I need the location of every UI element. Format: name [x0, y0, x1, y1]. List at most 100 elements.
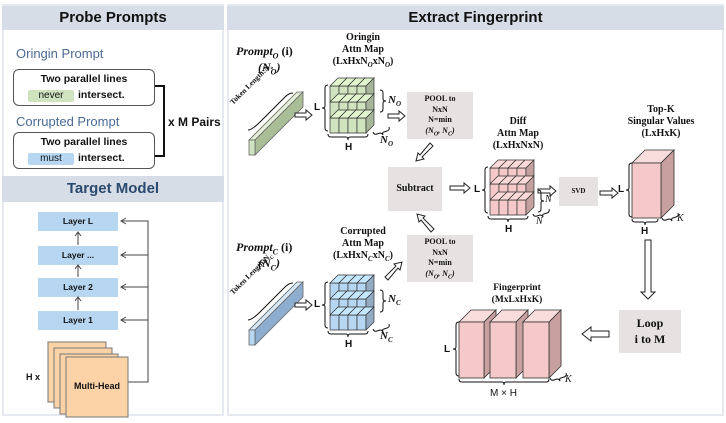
diff-l-brace [481, 166, 489, 214]
corrupted-n-brace-right [379, 289, 387, 313]
loop-box: Loop i to M [619, 310, 681, 353]
cell [516, 199, 527, 216]
cell [338, 117, 349, 134]
cell [489, 199, 500, 216]
origin-prompt-text: Two parallel lines [40, 73, 128, 85]
corrupted-prompt-title: PromptC (i) [236, 240, 293, 257]
origin-map-caption: Oringin Attn Map (LxHxNOxNO) [332, 32, 394, 69]
target-model-header: Target Model [2, 176, 224, 202]
extract-fingerprint-header: Extract Fingerprint [227, 6, 724, 30]
corrupted-prompt-label: Corrupted Prompt [16, 114, 120, 129]
arrow-pool-to-subtract [415, 142, 434, 162]
diff-h-label: H [505, 224, 513, 235]
corrupted-prompt-length: (NC) [258, 256, 281, 273]
origin-prompt-rest: intersect. [78, 89, 125, 101]
corrupted-attn-map [329, 274, 375, 331]
fingerprint-block-2 [489, 309, 529, 379]
corrupted-token-must: must [28, 153, 74, 165]
topk-k-brace [661, 212, 679, 222]
cell-side [365, 109, 375, 134]
arrow-subtract-to-diff [449, 181, 471, 195]
diff-map-caption: Diff Attn Map (LxHxNxN) [492, 116, 544, 151]
origin-no-label-1: NO [388, 94, 402, 109]
arrow-corrupted-bar-to-map [294, 298, 313, 312]
multi-head-label: Multi-Head [74, 381, 120, 391]
cell [356, 314, 367, 331]
origin-prompt-length: (NO) [258, 60, 281, 77]
cell [498, 199, 509, 216]
cell [329, 314, 340, 331]
pool-box-origin: POOL to NxN N=min (NO, NC) [407, 92, 473, 139]
head-card-4 [65, 356, 129, 418]
origin-token-bar [248, 91, 304, 156]
arrow-origin-map-to-pool [387, 109, 406, 123]
origin-h-label: H [345, 142, 353, 153]
corrupted-n-brace-depth [372, 323, 390, 333]
layer-2: Layer 2 [38, 278, 118, 297]
corrupted-token-bar [248, 281, 304, 346]
origin-token-brace [247, 92, 294, 131]
arrow-loop-to-fingerprint [581, 325, 610, 343]
topk-l-brace [625, 162, 633, 218]
corrupted-prompt-rest: intersect. [78, 152, 125, 164]
corrupted-nc-label-1: NC [388, 293, 401, 308]
corrupted-nc-label-2: NC [380, 330, 393, 345]
origin-attn-map [329, 77, 375, 134]
fingerprint-l-brace [452, 321, 460, 377]
diff-l-label: L [474, 184, 481, 195]
origin-prompt-label: Oringin Prompt [16, 46, 104, 61]
layer-ellipsis: Layer ... [38, 246, 118, 265]
fingerprint-mxh-brace [458, 378, 550, 386]
pool-box-corrupted: POOL to NxN N=min (NO, NC) [407, 235, 473, 282]
corrupted-l-label: L [314, 299, 321, 310]
corrupted-h-label: H [345, 339, 353, 350]
heads-prefix: H x [26, 372, 41, 382]
fingerprint-l-label: L [444, 344, 451, 355]
diff-n-label-1: N [545, 194, 552, 205]
svd-box: SVD [559, 177, 598, 206]
fingerprint-block-1 [458, 309, 497, 379]
fingerprint-k-brace [549, 372, 567, 382]
topk-h-brace [631, 218, 659, 226]
origin-prompt-title: PromptO (i) [236, 44, 293, 61]
diff-n-label-2: N [536, 216, 543, 227]
diff-n-brace-depth [532, 208, 550, 218]
probe-prompts-header: Probe Prompts [2, 6, 224, 30]
fingerprint-mxh-label: M × H [490, 388, 517, 399]
topk-h-label: H [641, 226, 649, 237]
origin-l-brace [321, 84, 329, 132]
topk-block [631, 149, 675, 219]
topk-caption: Top-K Singular Values (LxHxK) [627, 104, 695, 139]
diff-attn-map [489, 159, 535, 216]
topk-l-label: L [618, 184, 625, 195]
cell-side [365, 306, 375, 331]
cell [347, 314, 358, 331]
cell [347, 117, 358, 134]
cell [329, 117, 340, 134]
arrow-origin-bar-to-map [294, 108, 313, 122]
fingerprint-caption: Fingerprint (MxLxHxK) [491, 283, 543, 305]
corrupted-h-brace [327, 330, 369, 338]
arrow-topk-to-loop [639, 239, 657, 300]
cell [356, 117, 367, 134]
corrupted-l-brace [321, 281, 329, 329]
pairs-label: x M Pairs [168, 115, 221, 129]
corrupted-prompt-box: Two parallel lines must intersect. [13, 132, 155, 169]
corrupted-map-caption: Corrupted Attn Map (LxHxNCxNC) [333, 226, 393, 263]
origin-no-label-2: NO [380, 134, 394, 149]
subtract-box: Subtract [388, 167, 442, 211]
corrupted-prompt-text: Two parallel lines [40, 136, 128, 148]
arrow-corrupted-map-to-pool [384, 261, 403, 281]
origin-h-brace [327, 133, 369, 141]
topk-k-label: K [677, 213, 684, 224]
fingerprint-block-3 [522, 309, 562, 379]
arrow-pool-to-subtract-lower [416, 213, 435, 233]
cell [507, 199, 518, 216]
corrupted-token-brace [247, 282, 294, 321]
fingerprint-k-label: K [565, 374, 572, 385]
origin-n-brace-depth [372, 126, 390, 136]
layer-1: Layer 1 [38, 311, 118, 330]
